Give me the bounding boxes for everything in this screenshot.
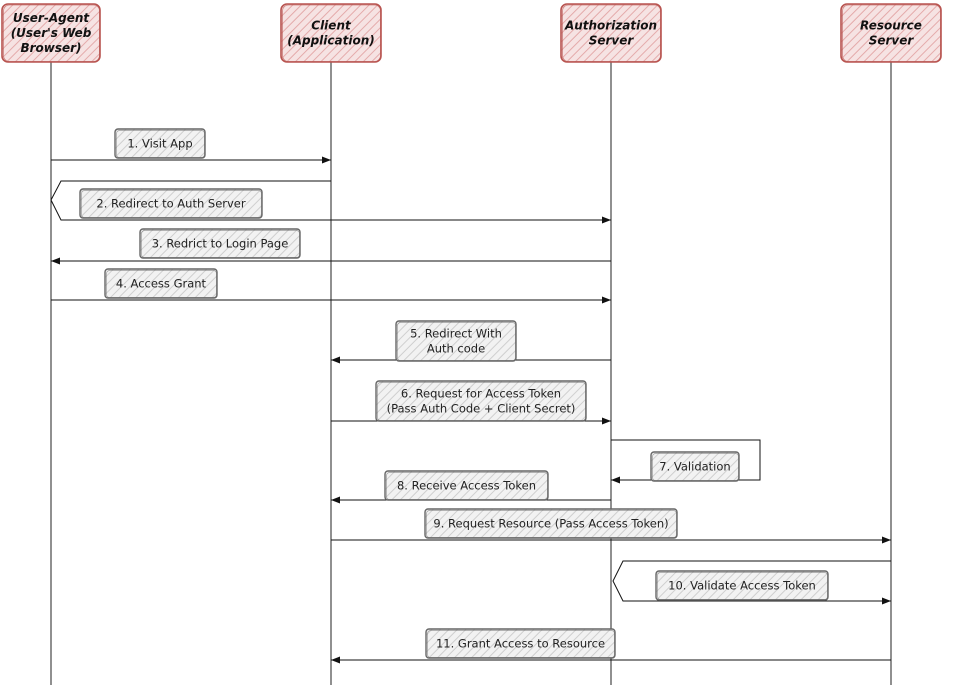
message-text: 1. Visit App: [127, 137, 192, 151]
message-text: 8. Receive Access Token: [397, 479, 536, 493]
arrow-head: [51, 257, 60, 265]
message-text: 4. Access Grant: [116, 277, 207, 291]
message-label-9: 9. Request Resource (Pass Access Token): [424, 508, 678, 539]
message-box: [375, 380, 587, 422]
message-label-11: 11. Grant Access to Resource: [425, 628, 616, 659]
message-box: [650, 451, 740, 482]
message-text: 3. Redrict to Login Page: [152, 237, 289, 251]
message-text: (Pass Auth Code + Client Secret): [387, 402, 576, 416]
message-label-1: 1. Visit App: [114, 128, 206, 159]
message-label-2: 2. Redirect to Auth Server: [79, 188, 263, 219]
actor-label: Authorization: [564, 19, 657, 33]
actor-box: [1, 3, 101, 63]
actor-label: Server: [589, 34, 635, 48]
message-label-8: 8. Receive Access Token: [384, 470, 549, 501]
actor-label: User-Agent: [13, 11, 90, 25]
message-box: [655, 570, 829, 601]
message-box: [114, 128, 206, 159]
arrow-head: [611, 476, 620, 484]
arrow-head: [331, 496, 340, 504]
message-text: 7. Validation: [659, 460, 730, 474]
actor-label: (Application): [287, 34, 375, 48]
arrow-10: [612, 560, 891, 605]
actor-client: Client(Application): [280, 3, 382, 63]
message-box: [384, 470, 549, 501]
actor-label: Client: [311, 19, 352, 33]
message-label-6: 6. Request for Access Token(Pass Auth Co…: [375, 380, 587, 422]
message-box: [104, 268, 218, 299]
arrow-head: [331, 356, 340, 364]
message-text: Auth code: [427, 342, 485, 356]
message-label-7: 7. Validation: [650, 451, 740, 482]
arrow-9: [331, 536, 891, 544]
actor-label: (User's Web: [11, 26, 92, 40]
actor-label: Server: [869, 34, 915, 48]
actor-box: [280, 3, 382, 63]
arrow-head: [882, 536, 891, 544]
arrow-head: [331, 656, 340, 664]
arrow-11: [331, 656, 891, 664]
message-text: 5. Redirect With: [410, 327, 502, 341]
arrow-4: [51, 296, 611, 304]
message-box: [79, 188, 263, 219]
actor-label: Browser): [20, 41, 81, 55]
message-box: [425, 628, 616, 659]
message-text: 9. Request Resource (Pass Access Token): [433, 517, 668, 531]
arrow-head: [322, 156, 331, 164]
message-text: 11. Grant Access to Resource: [436, 637, 605, 651]
message-label-4: 4. Access Grant: [104, 268, 218, 299]
arrow-1: [51, 156, 331, 164]
message-box: [139, 228, 301, 259]
message-text: 2. Redirect to Auth Server: [96, 197, 246, 211]
message-label-10: 10. Validate Access Token: [655, 570, 829, 601]
actor-box: [840, 3, 942, 63]
message-box: [395, 320, 517, 362]
arrow-head: [602, 417, 611, 425]
actor-box: [560, 3, 662, 63]
arrow-head: [882, 597, 891, 605]
arrow-3: [51, 257, 611, 265]
message-text: 6. Request for Access Token: [401, 387, 561, 401]
message-box: [424, 508, 678, 539]
arrow-head: [602, 216, 611, 224]
actor-label: Resource: [860, 19, 922, 33]
arrow-2: [50, 180, 611, 224]
arrow-head: [602, 296, 611, 304]
message-text: 10. Validate Access Token: [668, 579, 816, 593]
message-label-3: 3. Redrict to Login Page: [139, 228, 301, 259]
